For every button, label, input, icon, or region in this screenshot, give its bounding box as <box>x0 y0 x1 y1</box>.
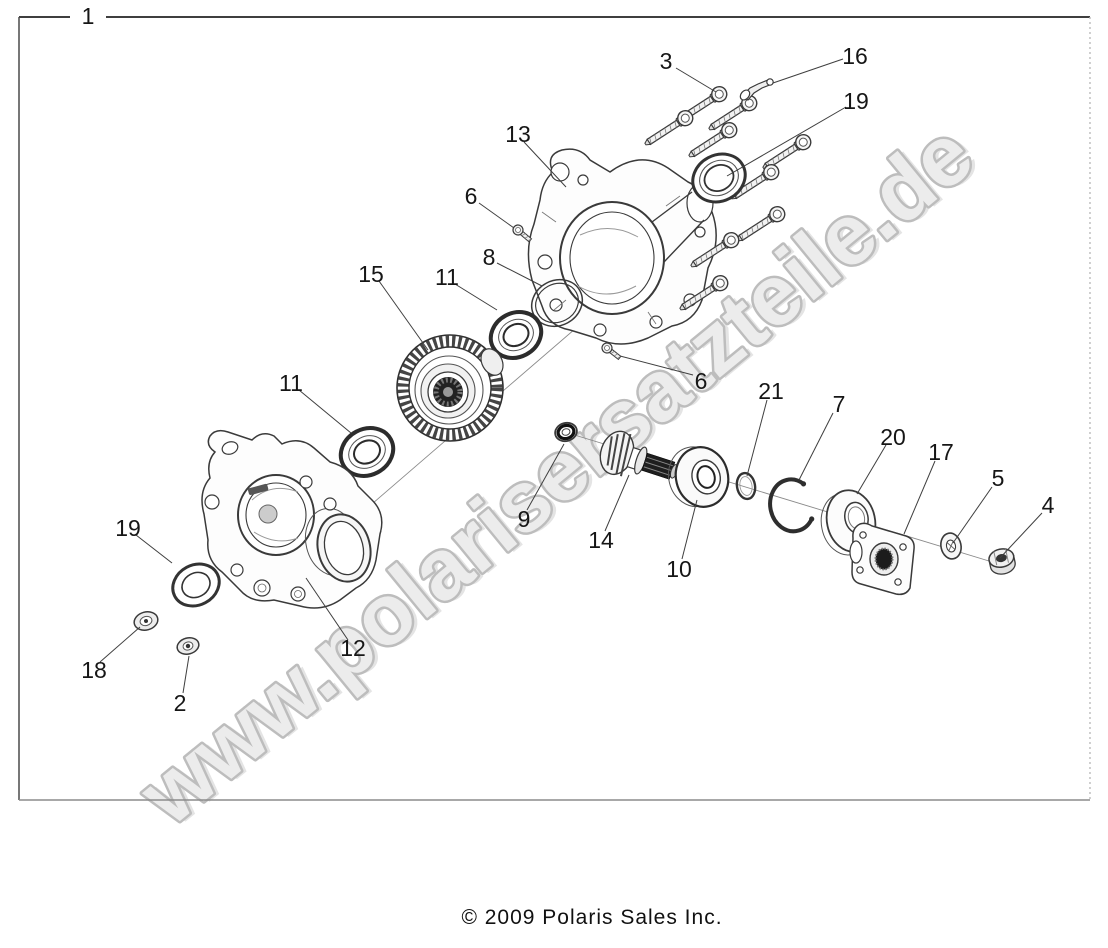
frame-border <box>18 16 1091 801</box>
callout-leader-15 <box>378 280 429 351</box>
part-gearcase-housing <box>201 429 383 609</box>
callout-leader-6 <box>619 355 694 376</box>
part-bearing-lower <box>338 426 396 478</box>
callout-leader-7 <box>798 412 834 481</box>
callout-label-20: 20 <box>880 424 906 450</box>
part-plug-18 <box>133 611 159 631</box>
callout-label-6: 6 <box>695 368 708 394</box>
callout-leader-11 <box>298 389 352 434</box>
callout-label-10: 10 <box>666 556 692 582</box>
part-washer <box>940 532 962 560</box>
callout-leader-13 <box>523 141 567 188</box>
callout-leader-3 <box>675 67 717 93</box>
callout-label-6: 6 <box>465 183 478 209</box>
callout-leader-20 <box>856 444 887 495</box>
part-vent-fitting <box>739 78 774 101</box>
callout-leader-18 <box>99 626 141 663</box>
callout-label-17: 17 <box>928 439 954 465</box>
callout-leader-17 <box>903 460 936 535</box>
part-screw-upper <box>510 222 535 245</box>
callout-leader-14 <box>604 474 630 532</box>
callout-label-1: 1 <box>82 3 95 29</box>
callout-leader-12 <box>305 577 349 641</box>
part-seal-upper <box>691 152 747 204</box>
callout-label-15: 15 <box>358 261 384 287</box>
callout-label-7: 7 <box>833 391 846 417</box>
callout-label-14: 14 <box>588 527 614 553</box>
callout-label-19: 19 <box>115 515 141 541</box>
callout-label-18: 18 <box>81 657 107 683</box>
part-bearing-upper <box>488 310 544 360</box>
callout-label-21: 21 <box>758 378 784 404</box>
callout-label-19: 19 <box>843 88 869 114</box>
part-ring-gear <box>396 334 504 442</box>
part-oring-21 <box>735 471 757 501</box>
callout-leader-19 <box>726 106 847 177</box>
callout-leader-21 <box>746 399 768 477</box>
callout-leader-10 <box>681 499 698 560</box>
callout-leader-9 <box>526 443 565 511</box>
part-pinion-bearing <box>667 446 730 508</box>
callout-leader-8 <box>496 262 543 287</box>
callout-label-5: 5 <box>992 465 1005 491</box>
part-output-flange <box>849 522 915 596</box>
callout-label-16: 16 <box>842 43 868 69</box>
callout-label-3: 3 <box>660 48 673 74</box>
part-snap-ring <box>768 477 815 534</box>
part-seal-lower <box>171 562 221 608</box>
callout-label-9: 9 <box>518 506 531 532</box>
part-plug-2 <box>176 637 200 655</box>
callout-label-2: 2 <box>174 690 187 716</box>
part-nut <box>988 548 1016 575</box>
callout-label-11: 11 <box>435 264 459 290</box>
copyright-text: © 2009 Polaris Sales Inc. <box>461 906 723 929</box>
callout-leader-2 <box>182 655 190 694</box>
callout-label-13: 13 <box>505 121 531 147</box>
callout-label-11: 11 <box>279 370 303 396</box>
part-spacer <box>554 421 578 443</box>
callout-label-8: 8 <box>483 244 496 270</box>
callout-leader-11 <box>454 283 498 311</box>
callout-leader-19 <box>135 534 173 564</box>
part-rear-cover <box>527 148 717 345</box>
callout-label-12: 12 <box>340 635 366 661</box>
callout-leader-4 <box>999 512 1043 559</box>
callout-leader-6 <box>478 202 515 229</box>
callout-leader-16 <box>772 58 844 84</box>
callout-leader-5 <box>952 486 993 544</box>
callout-label-4: 4 <box>1042 492 1055 518</box>
